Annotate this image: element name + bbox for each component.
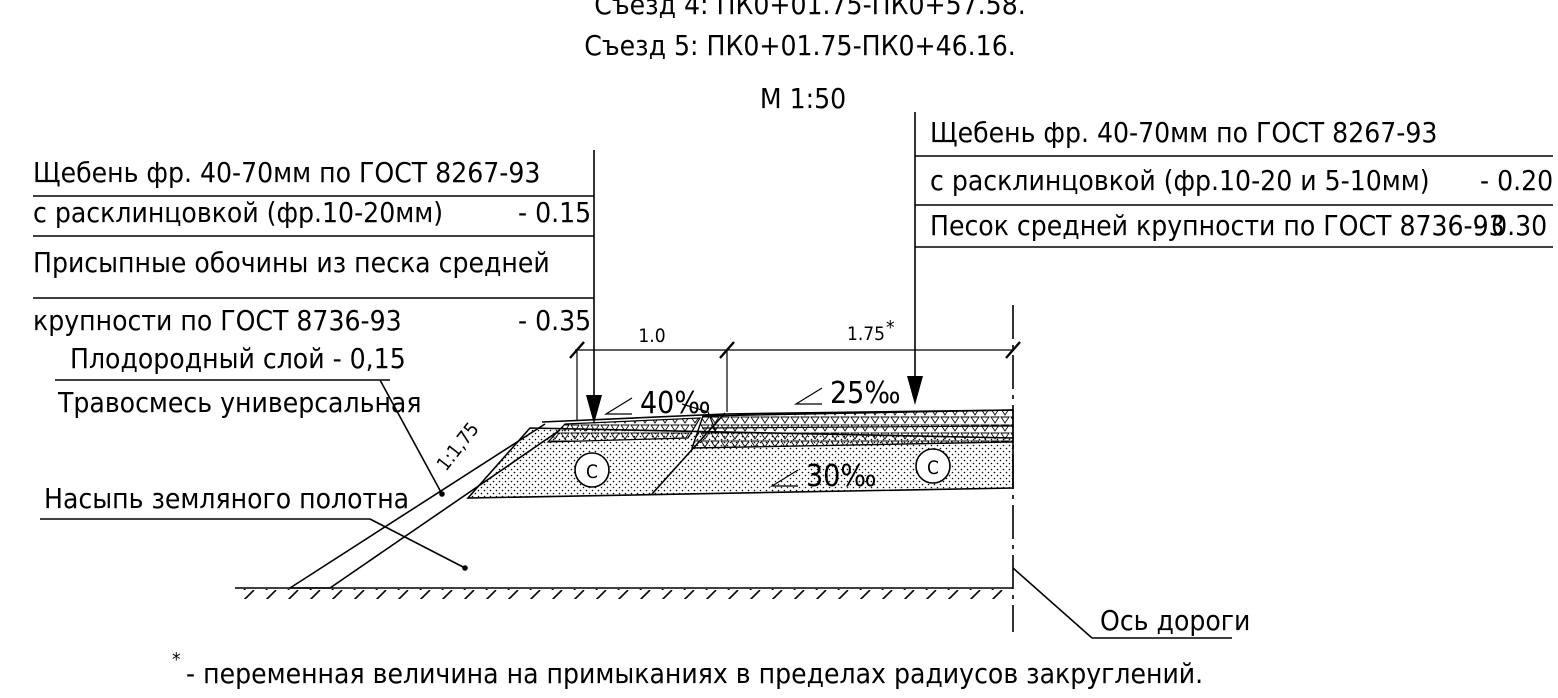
right-callout-row-3: Песок средней крупности по ГОСТ 8736-93 xyxy=(930,209,1505,242)
right-callout-arrow xyxy=(907,376,923,405)
left-callout-row-2: с расклинцовкой (фр.10-20мм) xyxy=(33,196,443,229)
circle-mark-right: С xyxy=(915,448,951,484)
circle-mark-left-label: С xyxy=(586,461,598,483)
crushed-stone-layer xyxy=(691,409,1014,449)
carriage-slope-label: 25‰ xyxy=(830,376,901,411)
slope-signs: 40‰ 25‰ 30‰ xyxy=(603,376,901,494)
base-slope-label: 30‰ xyxy=(806,459,877,494)
slope-inner-line xyxy=(329,429,561,589)
fertile-layer-leader xyxy=(379,379,443,495)
circle-mark-right-label: С xyxy=(927,457,939,479)
embankment-callout: Насыпь земляного полотна xyxy=(40,482,468,571)
left-callout-arrow xyxy=(586,395,602,424)
dimension-lane-asterisk: * xyxy=(886,317,895,339)
dimension-tick-left xyxy=(569,341,585,359)
left-callout-row-1: Щебень фр. 40-70мм по ГОСТ 8267-93 xyxy=(33,156,540,189)
dimension-chain: 1.0 1.75 * xyxy=(569,317,1021,420)
shoulder-top-line xyxy=(541,413,726,423)
slope-ratio-label: 1:1,75 xyxy=(433,418,484,475)
dimension-shoulder-label: 1.0 xyxy=(638,325,665,347)
carriageway-top-line xyxy=(724,409,1014,415)
slope-outer-line xyxy=(289,423,546,589)
grass-mix-label: Травосмесь универсальная xyxy=(57,386,422,419)
embankment-dot xyxy=(462,565,468,571)
embankment-leader xyxy=(369,518,466,569)
dimension-tick-right xyxy=(1005,341,1021,359)
right-callout-value-1: - 0.20 xyxy=(1480,164,1553,197)
shoulder-edge-detail xyxy=(681,403,717,433)
header-line-2: Съезд 5: ПК0+01.75-ПК0+46.16. xyxy=(584,29,1015,62)
base-slope-angle-icon xyxy=(769,469,799,487)
scale-label: М 1:50 xyxy=(760,82,846,115)
left-callout: Щебень фр. 40-70мм по ГОСТ 8267-93 с рас… xyxy=(33,150,602,424)
right-callout: Щебень фр. 40-70мм по ГОСТ 8267-93 с рас… xyxy=(907,112,1553,405)
road-axis-label: Ось дороги xyxy=(1100,604,1250,637)
dimension-tick-mid xyxy=(719,341,735,359)
circle-mark-left-ring xyxy=(574,452,610,488)
shoulder-slope-label: 40‰ xyxy=(640,386,711,421)
shoulder-boundary-line xyxy=(651,412,726,495)
fertile-layer-label: Плодородный слой - 0,15 xyxy=(70,342,406,375)
carriage-slope-angle-icon xyxy=(793,387,823,405)
fertile-layer-dot xyxy=(439,491,445,497)
left-callout-value-1: - 0.15 xyxy=(518,196,591,229)
left-callout-value-2: - 0.35 xyxy=(518,304,591,337)
road-axis-callout: Ось дороги xyxy=(1012,567,1250,639)
header-line-1: Съезд 4: ПК0+01.75-ПК0+57.58. xyxy=(594,0,1025,21)
circle-mark-right-ring xyxy=(915,448,951,484)
dimension-lane-label: 1.75 xyxy=(847,323,885,345)
embankment-label: Насыпь земляного полотна xyxy=(44,482,409,515)
right-callout-row-1: Щебень фр. 40-70мм по ГОСТ 8267-93 xyxy=(930,116,1437,149)
ground-hatching xyxy=(240,589,1010,599)
circle-mark-left: С xyxy=(574,452,610,488)
road-axis-leader xyxy=(1012,567,1093,639)
footnote-text: - переменная величина на примыканиях в п… xyxy=(186,657,1203,690)
crushed-stone-sublayer-line xyxy=(701,425,1014,429)
right-callout-row-2: с расклинцовкой (фр.10-20 и 5-10мм) xyxy=(930,164,1430,197)
left-callout-row-4: крупности по ГОСТ 8736-93 xyxy=(33,304,402,337)
shoulder-stone-layer xyxy=(546,417,702,443)
footnote-mark: * xyxy=(172,649,181,671)
right-callout-value-2: - 0.30 xyxy=(1474,209,1547,242)
fertile-layer-callout: Плодородный слой - 0,15 Травосмесь униве… xyxy=(55,342,445,497)
shoulder-slope-angle-icon xyxy=(603,397,633,415)
left-callout-row-3: Присыпные обочины из песка средней xyxy=(33,246,550,279)
